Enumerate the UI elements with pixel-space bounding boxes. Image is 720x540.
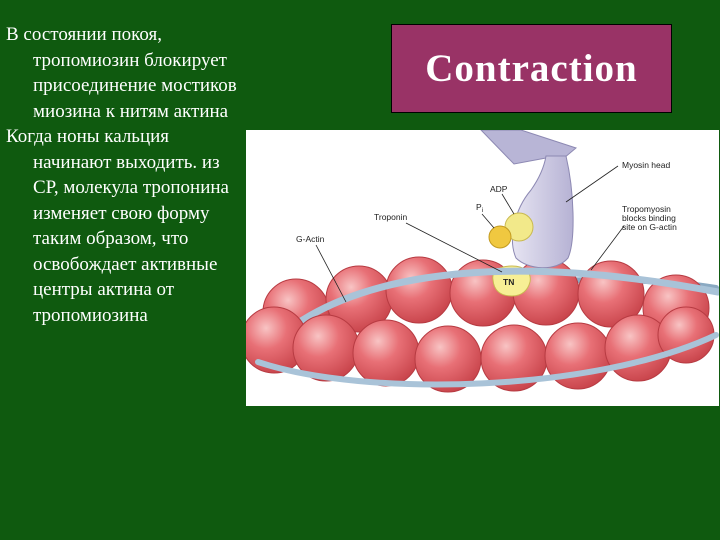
g-actin-pointer: [315, 244, 347, 303]
g-actin-monomer: [352, 319, 420, 387]
tropomyosin-lower-strand: [255, 332, 719, 388]
pi-molecule: [488, 225, 512, 249]
pi-pointer: [481, 213, 495, 229]
slide-title-box: Contraction: [391, 24, 672, 113]
tropomyosin-pointer: [590, 225, 625, 271]
tropomyosin-label: Tropomyosin blocks binding site on G-act…: [622, 204, 678, 232]
tropomyosin-label-line2: blocks binding: [622, 213, 676, 223]
paragraph-calcium: Когда ноны кальция начинают выходить. из…: [6, 126, 229, 326]
troponin-pointer: [405, 222, 503, 273]
g-actin-label: G-Actin: [296, 234, 325, 244]
adp-label: ADP: [490, 184, 508, 194]
tn-label: TN: [503, 277, 514, 287]
pi-label: Pi: [476, 202, 483, 214]
pi-label-main: P: [476, 202, 482, 212]
contraction-diagram: TN Myosin head ADP Pi Troponin G-Actin: [246, 130, 719, 406]
text-block: В состоянии покоя, тропомиозин блокирует…: [6, 22, 246, 328]
tropomyosin-label-line1: Tropomyosin: [622, 204, 671, 214]
pi-label-sub: i: [482, 207, 483, 214]
paragraph-resting: В состоянии покоя, тропомиозин блокирует…: [6, 24, 237, 122]
contraction-diagram-svg: TN Myosin head ADP Pi Troponin G-Actin: [246, 130, 719, 393]
troponin-label: Troponin: [374, 212, 408, 222]
myosin-head: [512, 155, 574, 269]
g-actin-monomer: [385, 256, 453, 324]
myosin-head-label: Myosin head: [622, 160, 670, 170]
myosin-head-pointer: [565, 165, 619, 203]
slide-title: Contraction: [425, 47, 638, 90]
adp-pointer: [501, 193, 515, 215]
tropomyosin-label-line3: site on G-actin: [622, 222, 677, 232]
